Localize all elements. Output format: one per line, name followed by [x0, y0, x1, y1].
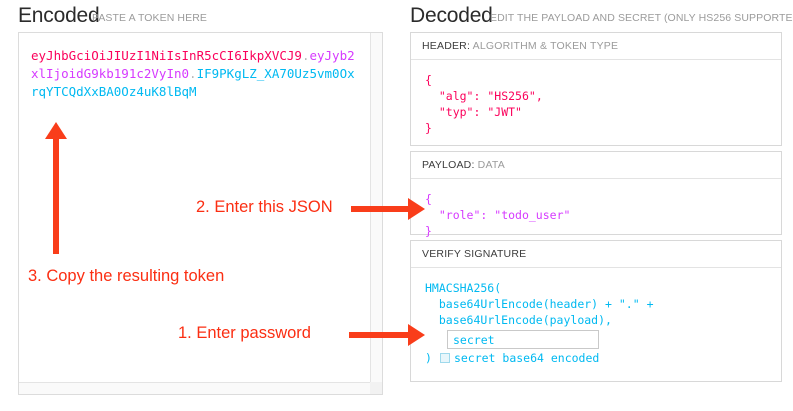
- decoded-payload-label-strong: PAYLOAD:: [422, 159, 475, 171]
- decoded-header-box: HEADER: ALGORITHM & TOKEN TYPE { "alg": …: [410, 32, 782, 146]
- decoded-verify-formula: HMACSHA256( base64UrlEncode(header) + ".…: [411, 268, 781, 374]
- encoded-token-editor[interactable]: eyJhbGciOiJIUzI1NiIsInR5cCI6IkpXVCJ9.eyJ…: [19, 33, 370, 382]
- decoded-payload-box: PAYLOAD: DATA { "role": "todo_user" }: [410, 151, 782, 238]
- header-val-typ: "JWT": [487, 105, 522, 119]
- encoded-title: Encoded: [18, 4, 100, 27]
- annotation-step-1: 1. Enter password: [178, 324, 311, 342]
- verify-closing-row: ) secret base64 encoded: [425, 350, 771, 366]
- verify-line-3: base64UrlEncode(payload),: [438, 313, 612, 327]
- decoded-verify-box: VERIFY SIGNATURE HMACSHA256( base64UrlEn…: [410, 240, 782, 382]
- header-val-alg: "HS256": [487, 89, 536, 103]
- base64-encoded-label: secret base64 encoded: [453, 351, 600, 365]
- token-dot-1: .: [301, 48, 310, 63]
- annotation-arrow-1-head: [408, 324, 425, 346]
- jwt-token-text: eyJhbGciOiJIUzI1NiIsInR5cCI6IkpXVCJ9.eyJ…: [31, 47, 358, 101]
- header-comma: ,: [535, 89, 543, 103]
- annotation-step-3: 3. Copy the resulting token: [28, 267, 225, 285]
- header-colon-2: :: [473, 105, 488, 119]
- payload-brace-open: {: [425, 192, 432, 206]
- decoded-payload-label: PAYLOAD: DATA: [411, 152, 781, 179]
- decoded-payload-json[interactable]: { "role": "todo_user" }: [411, 179, 781, 251]
- payload-colon: :: [480, 208, 495, 222]
- decoded-header-label: HEADER: ALGORITHM & TOKEN TYPE: [411, 33, 781, 60]
- payload-brace-close: }: [425, 224, 432, 238]
- header-key-typ: "typ": [438, 105, 474, 119]
- payload-key-role: "role": [438, 208, 481, 222]
- verify-line-1: HMACSHA256(: [425, 281, 502, 295]
- token-dot-2: .: [189, 66, 197, 81]
- annotation-arrow-1-shaft: [349, 332, 409, 338]
- token-header-part: eyJhbGciOiJIUzI1NiIsInR5cCI6IkpXVCJ9: [31, 48, 302, 63]
- header-key-alg: "alg": [438, 89, 474, 103]
- token-signature-part: IF9PKgLZ_XA70Uz5vm0OxrqYTCQdXxBA0Oz4uK8l…: [31, 66, 355, 99]
- annotation-arrow-3-head: [45, 122, 67, 139]
- encoded-subtitle: PASTE A TOKEN HERE: [92, 12, 208, 24]
- annotation-arrow-2-shaft: [351, 206, 409, 212]
- decoded-subtitle: EDIT THE PAYLOAD AND SECRET (ONLY HS256 …: [490, 12, 793, 24]
- decoded-payload-label-rest: DATA: [474, 159, 505, 171]
- base64-encoded-checkbox[interactable]: [439, 353, 450, 363]
- scrollbar-corner: [370, 382, 382, 394]
- annotation-step-2: 2. Enter this JSON: [196, 198, 333, 216]
- decoded-header-json[interactable]: { "alg": "HS256", "typ": "JWT" }: [411, 60, 781, 148]
- header-brace-open: {: [425, 73, 432, 87]
- decoded-verify-label-strong: VERIFY SIGNATURE: [422, 248, 527, 260]
- verify-line-2: base64UrlEncode(header) + "." +: [438, 297, 654, 311]
- decoded-title: Decoded: [410, 4, 493, 27]
- payload-val-role: "todo_user": [494, 208, 571, 222]
- decoded-verify-label: VERIFY SIGNATURE: [411, 241, 781, 268]
- header-brace-close: }: [425, 121, 432, 135]
- annotation-arrow-2-head: [408, 198, 425, 220]
- header-colon-1: :: [473, 89, 488, 103]
- decoded-header-label-rest: ALGORITHM & TOKEN TYPE: [470, 40, 619, 52]
- verify-close-paren: ): [425, 351, 432, 365]
- encoded-horizontal-scrollbar[interactable]: [19, 382, 370, 394]
- token-payload-part: eyJyb2xlIjoidG9kb191c2VyIn0: [31, 48, 355, 81]
- annotation-arrow-3-shaft: [53, 138, 59, 254]
- secret-input[interactable]: [447, 330, 599, 349]
- decoded-header-label-strong: HEADER:: [422, 40, 471, 52]
